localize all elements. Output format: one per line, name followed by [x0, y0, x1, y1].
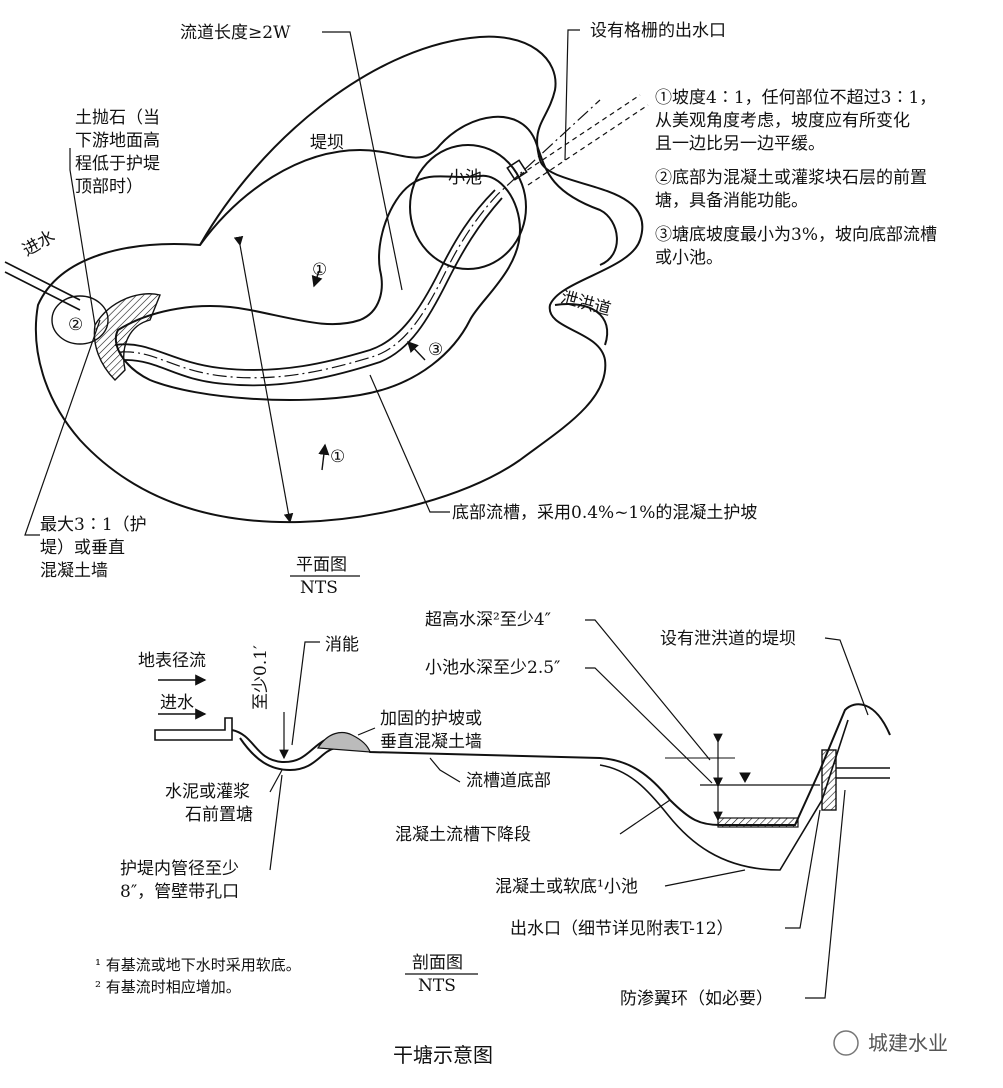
freeboard-label: 超高水深²至少4″	[425, 610, 551, 630]
note-line-1: 从美观角度考虑，坡度应有所变化	[655, 111, 910, 131]
mark-2: ②	[68, 315, 83, 335]
flow-arrow-1	[311, 270, 323, 288]
riprap-label-3: 顶部时）	[75, 177, 143, 197]
reinforced-label-1: 垂直混凝土墙	[380, 732, 482, 752]
small-pond	[409, 144, 527, 270]
watermark-text: 城建水业	[868, 1031, 948, 1055]
section-view-scale: NTS	[418, 976, 456, 996]
dam-inner-line	[199, 115, 618, 266]
flow-arrow-3	[407, 340, 426, 361]
width-dimension	[233, 235, 294, 524]
mark-1b: ①	[330, 447, 345, 467]
riprap-label-1: 下游地面高	[75, 131, 160, 151]
basin-inner	[114, 174, 522, 401]
wechat-icon	[833, 1030, 859, 1056]
outlet-pipe-section	[836, 767, 890, 779]
reinforced-label-0: 加固的护坡或	[380, 709, 482, 729]
watermark: 城建水业	[833, 1030, 948, 1056]
section-lower	[239, 737, 336, 772]
pond-label: 小池	[448, 168, 482, 188]
min-depth-label: 至少0.1′	[251, 645, 271, 710]
plan-view	[4, 35, 649, 524]
channel-label: 底部流槽，采用0.4%~1%的混凝土护坡	[452, 503, 757, 523]
plan-view-scale: NTS	[300, 578, 338, 598]
max-slope-0: 最大3∶1（护	[40, 515, 147, 535]
outlet-riser	[821, 749, 837, 811]
drop-label: 混凝土流槽下降段	[395, 825, 531, 845]
max-slope-1: 堤）或垂直	[40, 538, 125, 558]
section-ground	[231, 703, 891, 826]
max-slope-2: 混凝土墙	[40, 561, 108, 581]
pipe-label-1: 8″，管壁带孔口	[120, 882, 239, 902]
footnote-2: ² 有基流时相应增加。	[95, 978, 241, 996]
outlet-label: 出水口（细节详见附表T-12）	[510, 919, 734, 939]
energy-label: 消能	[325, 635, 359, 655]
flow-length-label: 流道长度≥2W	[180, 23, 291, 43]
collar-label: 防渗翼环（如必要）	[620, 989, 773, 1009]
surface-runoff-label: 地表径流	[138, 651, 206, 671]
caption: 干塘示意图	[393, 1043, 493, 1067]
pipe-label-0: 护堤内管径至少	[120, 859, 239, 879]
channel-centerline	[119, 99, 601, 379]
riprap-mound	[316, 732, 371, 753]
note-line-4: 塘，具备消能功能。	[655, 191, 808, 211]
riprap-label-0: 土抛石（当	[75, 108, 160, 128]
riprap-label-2: 程低于护堤	[75, 154, 160, 174]
forebay-label-1: 石前置塘	[185, 805, 253, 825]
note-line-5: ③塘底坡度最小为3%，坡向底部流槽	[655, 225, 937, 245]
mark-1a: ①	[312, 260, 327, 280]
inflow-label: 进水	[19, 227, 58, 261]
water-symbol	[739, 772, 751, 784]
footnote-1: ¹ 有基流或地下水时采用软底。	[95, 956, 301, 974]
section-inflow-label: 进水	[160, 693, 194, 713]
spillway-notch	[554, 303, 608, 346]
outlet-grate-label: 设有格栅的出水口	[590, 21, 726, 41]
pond-bottom	[717, 817, 799, 828]
inflow-pipe	[4, 261, 81, 311]
section-leaders	[269, 619, 869, 999]
channel-edge-2	[124, 197, 503, 387]
note-line-6: 或小池。	[655, 248, 723, 268]
mark-3: ③	[428, 340, 443, 360]
soft-pond-label: 混凝土或软底¹小池	[495, 877, 638, 897]
section-view	[154, 674, 891, 871]
outlet-pipe	[519, 94, 649, 186]
section-view-title: 剖面图	[412, 953, 463, 973]
pond-depth-label: 小池水深至少2.5″	[425, 658, 560, 678]
plan-leaders	[24, 29, 580, 536]
dam-spillway-label: 设有泄洪道的堤坝	[660, 629, 796, 649]
plan-view-title: 平面图	[296, 555, 347, 575]
flow-arrow-1b	[318, 443, 330, 471]
spillway-label: 泄洪道	[558, 288, 612, 321]
note-line-2: 且一边比另一边平缓。	[655, 134, 825, 154]
channel-bottom-label: 流槽道底部	[466, 771, 551, 791]
dam-label: 堤坝	[310, 133, 344, 153]
note-line-0: ①坡度4∶1，任何部位不超过3∶1，	[655, 88, 936, 108]
channel-edge-1	[114, 189, 496, 371]
forebay-label-0: 水泥或灌浆	[165, 782, 250, 802]
section-inflow-pipe	[154, 717, 233, 741]
note-line-3: ②底部为混凝土或灌浆块石层的前置	[655, 168, 927, 188]
outlet-grate	[506, 159, 528, 181]
section-subgrade	[599, 719, 849, 871]
riprap-zone	[93, 293, 161, 381]
